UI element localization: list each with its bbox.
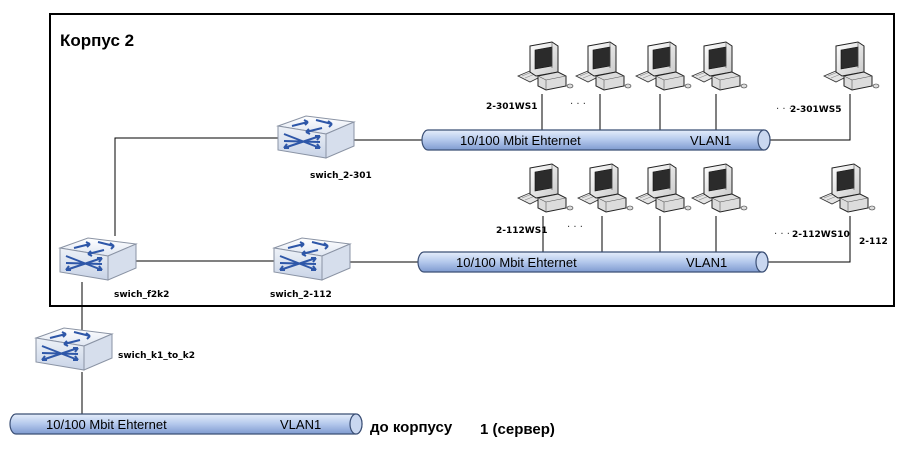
bus-1-vlan: VLAN1	[690, 133, 731, 148]
ws-row1-last-label: 2-301WS5	[790, 105, 841, 115]
switch-k1k2-label: swich_k1_to_k2	[118, 351, 195, 361]
ws-row2-last-label: 2-112WS10	[792, 230, 850, 240]
workstation-icon	[517, 41, 574, 91]
ws-row2-extra-label: 2-112	[859, 237, 888, 247]
switch-2-112-label: swich_2-112	[270, 290, 332, 300]
wire-f2k2-to-301	[114, 137, 280, 236]
wires	[81, 94, 851, 414]
workstation-icon	[517, 163, 574, 213]
ellipsis: · · ·	[776, 104, 792, 115]
switch-icon	[35, 327, 113, 371]
ellipsis: · · ·	[774, 229, 790, 240]
building-title: Корпус 2	[60, 31, 134, 50]
workstation-row-1	[517, 41, 880, 91]
workstation-icon	[819, 163, 876, 213]
workstation-icon	[575, 41, 632, 91]
destination-suffix: 1 (сервер)	[480, 421, 555, 438]
destination-label: до корпусу	[370, 419, 453, 436]
switch-2-301-label: swich_2-301	[310, 171, 372, 181]
ethernet-bus-1: 10/100 Mbit Ehternet VLAN1	[421, 129, 771, 151]
workstation-icon	[577, 163, 634, 213]
workstation-icon	[691, 41, 748, 91]
bus-2-vlan: VLAN1	[686, 255, 727, 270]
workstation-icon	[691, 163, 748, 213]
workstation-row-2	[517, 163, 876, 213]
bus-1-speed: 10/100 Mbit Ehternet	[460, 133, 581, 148]
workstation-icon	[823, 41, 880, 91]
bus-2-speed: 10/100 Mbit Ehternet	[456, 255, 577, 270]
workstation-icon	[635, 163, 692, 213]
ethernet-bus-2: 10/100 Mbit Ehternet VLAN1	[417, 251, 769, 273]
switch-icon	[59, 237, 137, 281]
ethernet-bus-3: 10/100 Mbit Ehternet VLAN1	[9, 413, 363, 435]
ws-row1-first-label: 2-301WS1	[486, 102, 537, 112]
workstation-icon	[635, 41, 692, 91]
switch-f2k2-label: swich_f2k2	[114, 290, 169, 300]
bus-3-speed: 10/100 Mbit Ehternet	[46, 417, 167, 432]
bus-3-vlan: VLAN1	[280, 417, 321, 432]
switch-icon	[277, 115, 355, 159]
ellipsis: · · ·	[570, 99, 586, 110]
ellipsis: · · ·	[567, 222, 583, 233]
ws-row2-first-label: 2-112WS1	[496, 226, 547, 236]
switch-icon	[273, 237, 351, 281]
building-frame	[49, 13, 895, 307]
